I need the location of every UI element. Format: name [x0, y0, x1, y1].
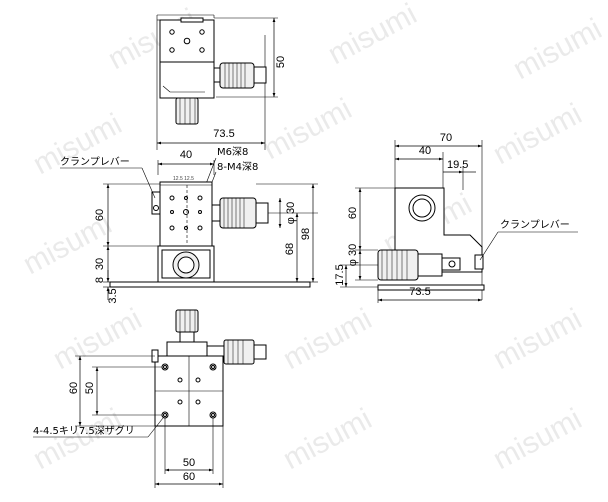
watermark-text: misumi	[28, 107, 127, 181]
bottom-view: 60 50 50 60 4-4.5キリ7.5深ザグリ	[33, 309, 267, 488]
dim-front-total-height: 98	[300, 228, 312, 240]
front-view-base	[109, 281, 311, 288]
watermark-text: misumi	[488, 302, 587, 376]
label-m6-hole: M6深8	[217, 146, 248, 158]
dim-front-center-height: 68	[284, 243, 296, 255]
watermark-text: misumi	[508, 12, 607, 86]
dim-front-upper-height: 60	[94, 209, 106, 221]
label-mount-holes: 4-4.5キリ7.5深ザグリ	[33, 424, 135, 437]
watermark-text: misumi	[28, 402, 127, 476]
top-view-bottom-knob	[175, 97, 199, 125]
label-clamp-lever-front: クランプレバー	[60, 156, 130, 168]
watermark: misumi misumi misumi misumi misumi misum…	[18, 0, 607, 476]
dim-top-height: 50	[275, 56, 287, 68]
dim-bottom-inner-height: 50	[84, 382, 96, 394]
top-view: 50 73.5	[156, 14, 287, 150]
front-view-knob	[219, 197, 257, 229]
dim-front-lower-height: 30	[94, 258, 106, 270]
dim-bottom-inner-width: 50	[183, 457, 195, 469]
dim-side-base-height: 17.5	[334, 264, 346, 285]
dim-top-length: 73.5	[213, 128, 234, 140]
dim-front-base-offset: 8	[94, 277, 106, 283]
dim-front-width: 40	[180, 149, 192, 161]
dim-bottom-outer-height: 60	[68, 382, 80, 394]
watermark-text: misumi	[278, 302, 377, 376]
label-m4-holes: 8-M4深8	[217, 161, 258, 173]
dim-side-offset-19-5: 19.5	[447, 159, 468, 171]
side-view-base	[377, 284, 485, 291]
watermark-text: misumi	[488, 402, 587, 476]
front-view-lever	[151, 191, 161, 215]
front-scale-horizontal: 12.5 12.5	[173, 176, 194, 182]
watermark-text: misumi	[48, 302, 147, 376]
dim-side-height: 60	[347, 207, 359, 219]
side-view: 70 40 19.5 60 φ 30 17.5 73.5	[334, 132, 578, 303]
watermark-text: misumi	[258, 92, 357, 166]
top-view-lower-body	[159, 61, 215, 99]
bottom-view-upper-block	[166, 341, 208, 357]
dim-front-knob-diameter: φ 30	[285, 202, 297, 224]
dim-front-base-thickness: 3.5	[107, 288, 119, 303]
bottom-view-knob-right	[223, 339, 255, 365]
side-view-knob	[377, 249, 419, 281]
bottom-view-knob-top	[175, 309, 199, 333]
watermark-text: misumi	[278, 402, 377, 476]
dim-side-total-width: 70	[440, 132, 452, 144]
dim-side-length: 73.5	[409, 286, 430, 298]
dim-side-knob-diameter: φ 30	[347, 244, 359, 266]
watermark-text: misumi	[488, 97, 587, 171]
dim-bottom-outer-width: 60	[183, 471, 195, 483]
front-view: 40 M6深8 8-M4深8 12.5 12.5	[60, 146, 318, 304]
watermark-text: misumi	[323, 0, 422, 71]
dim-side-offset-40: 40	[419, 145, 431, 157]
label-clamp-lever-side: クランプレバー	[500, 219, 570, 231]
